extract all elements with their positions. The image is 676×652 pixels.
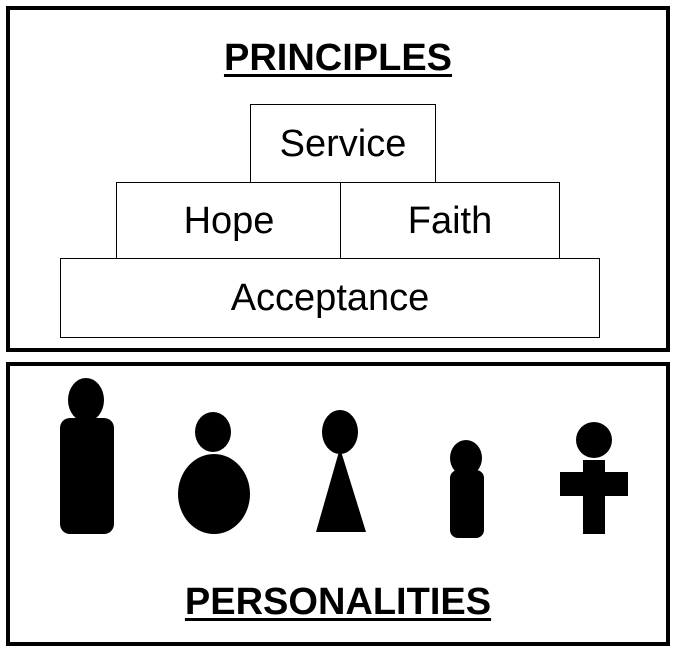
round-body-figure-icon (178, 412, 250, 534)
principle-label-hope: Hope (183, 200, 275, 242)
principle-label-service: Service (279, 123, 407, 165)
personalities-title: PERSONALITIES (184, 581, 492, 623)
personalities-panel: PERSONALITIES (6, 362, 670, 646)
figures-row (60, 378, 628, 538)
principle-label-acceptance: Acceptance (230, 277, 430, 319)
principles-title: PRINCIPLES (223, 37, 453, 79)
principle-block-hope: Hope (116, 182, 342, 260)
principle-block-faith: Faith (340, 182, 560, 260)
small-capsule-figure-icon (450, 440, 484, 538)
principle-block-acceptance: Acceptance (60, 258, 600, 338)
principle-label-faith: Faith (407, 200, 493, 242)
principle-block-service: Service (250, 104, 436, 184)
cross-body-figure-icon (560, 422, 628, 534)
principles-panel: PRINCIPLES Service Hope Faith Acceptance (6, 6, 670, 352)
triangle-body-figure-icon (316, 410, 366, 532)
tall-rectangle-figure-icon (60, 378, 114, 534)
